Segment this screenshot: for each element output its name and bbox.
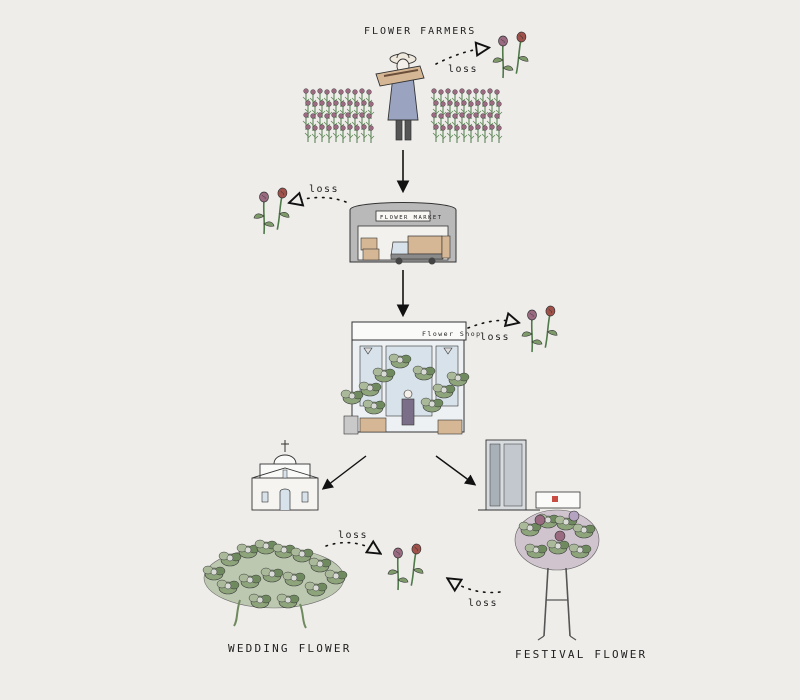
- farmer-figure-icon: [375, 52, 425, 141]
- right-flower-field: [431, 89, 502, 143]
- loss-label-2: loss: [309, 184, 339, 195]
- loss-label-1: loss: [448, 64, 478, 75]
- rose-pair-icon: [522, 305, 561, 352]
- loss-arrow-3: [467, 320, 516, 329]
- loss-arrow-2: [292, 198, 347, 203]
- festival-flower-stand: [514, 491, 600, 641]
- shop-section: Flower Shop loss: [340, 305, 561, 435]
- flower-farmers-label: FLOWER FARMERS: [364, 26, 476, 37]
- market-section: FLOWER MARKET loss: [254, 184, 457, 265]
- flower-shop-icon: [340, 321, 470, 435]
- shop-sign-text: Flower Shop: [422, 330, 482, 338]
- office-tower-icon: [478, 439, 540, 511]
- loss-label-3: loss: [480, 332, 510, 343]
- arrow-shop-to-church: [321, 455, 367, 490]
- left-flower-field: [303, 89, 374, 143]
- festival-flower-label: FESTIVAL FLOWER: [515, 648, 647, 661]
- arrow-shop-to-office: [435, 455, 477, 486]
- loss-arrow-4: [325, 543, 378, 552]
- market-sign-text: FLOWER MARKET: [380, 215, 443, 221]
- church-icon: [251, 440, 319, 511]
- loss-arrow-5: [450, 580, 501, 594]
- wedding-flower-arrangement: [202, 539, 348, 629]
- loss-label-5: loss: [468, 598, 498, 609]
- market-building-icon: [349, 202, 457, 265]
- farmers-section: FLOWER FARMERS loss: [303, 26, 532, 143]
- wedding-flower-label: WEDDING FLOWER: [228, 642, 352, 655]
- rose-pair-icon: [254, 187, 293, 234]
- loss-arrow-1: [435, 48, 486, 65]
- rose-pair-icon: [493, 31, 532, 78]
- loss-label-4: loss: [338, 530, 368, 541]
- rose-pair-icon: [388, 543, 427, 590]
